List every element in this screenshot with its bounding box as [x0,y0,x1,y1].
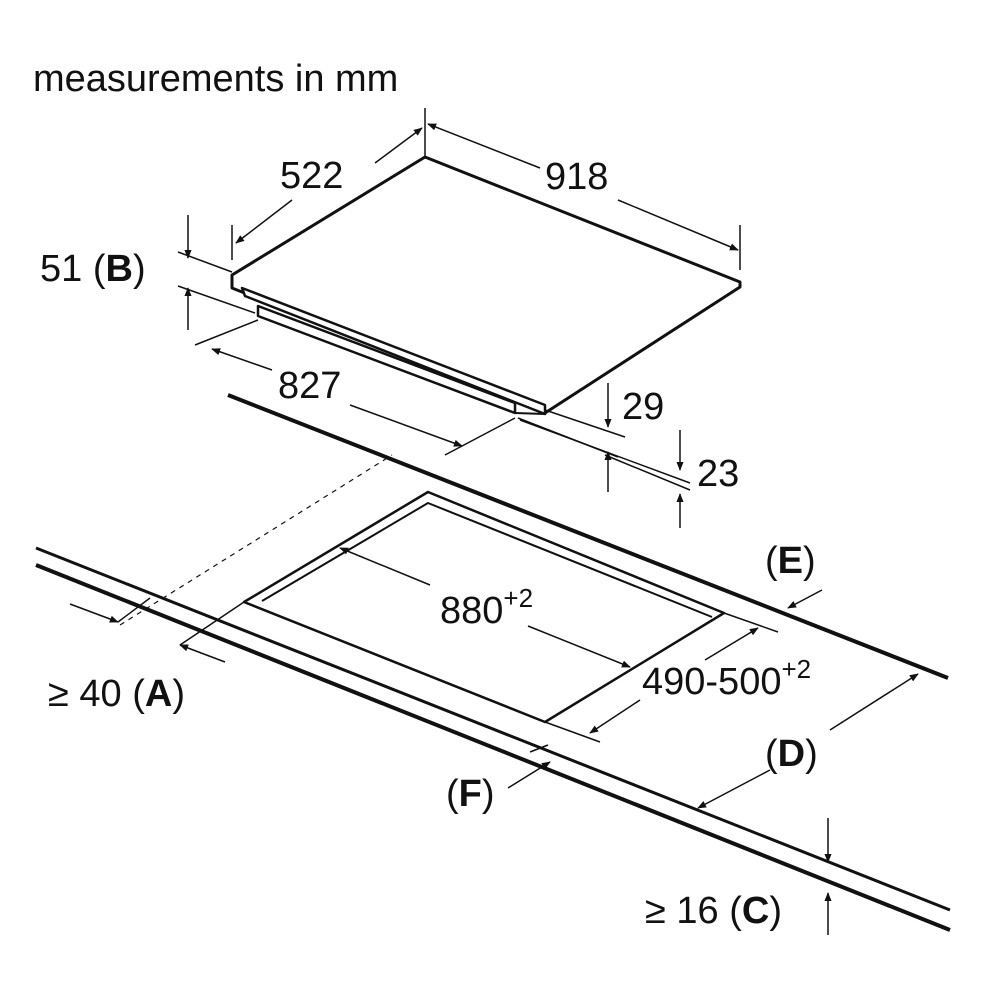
worktop-front-edge-bottom [35,563,951,932]
letter-c: C [741,890,770,932]
worktop-hidden-edge [119,454,393,626]
dim-under-width-label: 827 [278,365,342,407]
units-title: measurements in mm [33,58,399,100]
dim-height-b-value: 51 [40,248,83,290]
dim-height-b-label: 51 (B) [40,248,146,290]
cutout-depth-value: 490-500 [642,661,782,703]
letter-d: D [777,733,806,775]
cutout-inner-edge [261,502,713,618]
dim-width-label: 918 [545,156,609,198]
dim-cutout-width-label: 880+2 [440,585,533,632]
cutout-dimensions [69,547,919,935]
letter-f: F [458,773,482,815]
worktop-back-edge [227,393,949,680]
letter-d-label: (D) [765,733,818,775]
dim-23-label: 23 [697,453,740,495]
min-c-value: ≥ 16 [645,890,719,932]
dim-cutout-depth-label: 490-500+2 [642,656,811,703]
letter-e: E [777,540,804,582]
min-c-label: ≥ 16 (C) [645,890,783,932]
letter-b: B [105,248,133,290]
letter-e-label: (E) [765,540,816,582]
min-a-value: ≥ 40 [48,673,122,715]
cutout-width-tolerance: +2 [503,583,534,613]
letter-f-label: (F) [446,773,495,815]
cutout-width-value: 880 [440,590,504,632]
hob [230,155,742,416]
dim-29-label: 29 [622,386,665,428]
worktop [35,393,951,932]
worktop-front-edge-top [35,546,951,912]
hob-dimensions [177,108,741,528]
letter-a: A [144,673,173,715]
dim-depth-label: 522 [280,155,344,197]
cutout-depth-tolerance: +2 [781,654,812,684]
min-a-label: ≥ 40 (A) [48,673,186,715]
